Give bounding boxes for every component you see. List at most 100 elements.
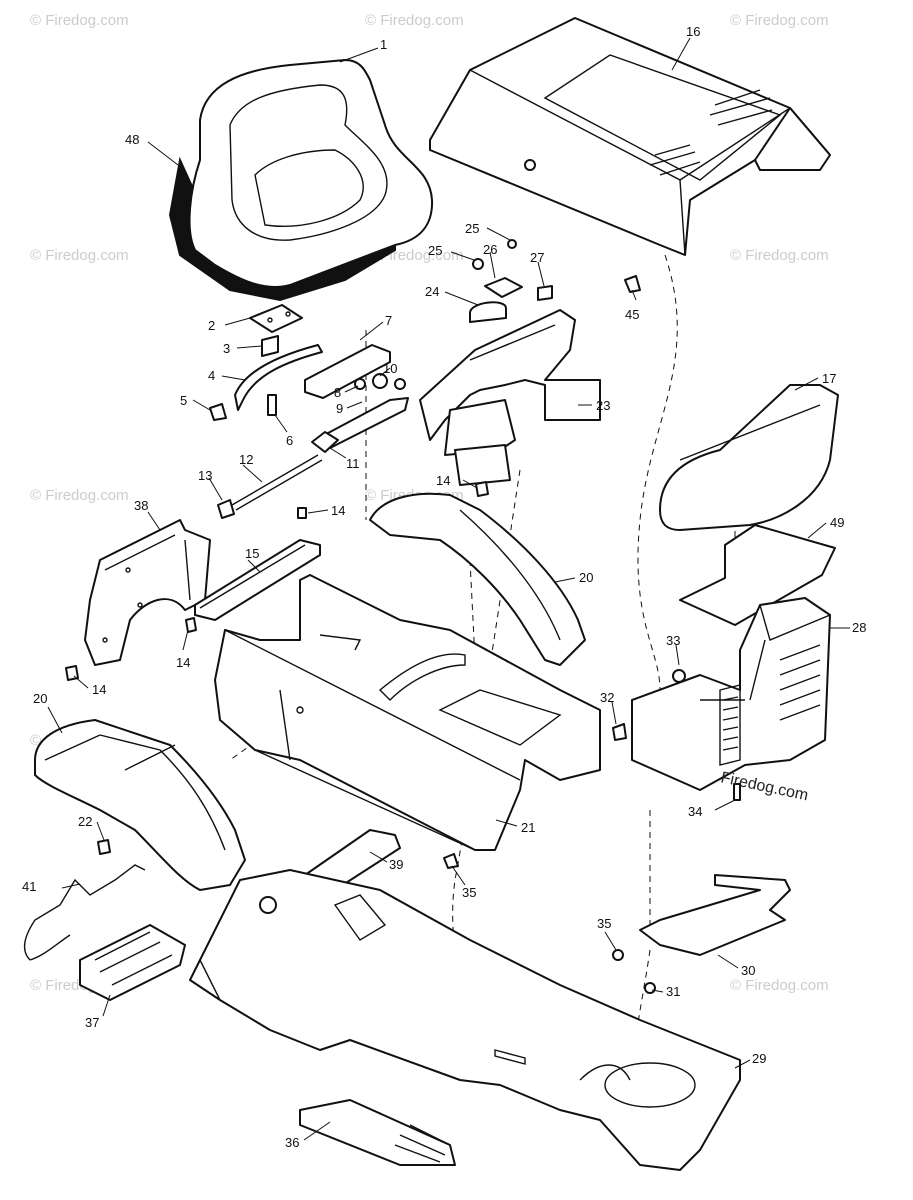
nut-8 <box>354 378 366 390</box>
callout-2: 2 <box>208 318 215 333</box>
callout-23: 23 <box>596 398 610 413</box>
callout-25a: 25 <box>465 221 479 236</box>
nut-10 <box>394 378 406 390</box>
callout-14b: 14 <box>176 655 190 670</box>
callout-36: 36 <box>285 1135 299 1150</box>
hood-hinge-pin <box>524 159 536 171</box>
fender-right-20 <box>369 492 586 666</box>
watermark-text: © Firedog.com <box>30 12 129 29</box>
engine-bracket-30 <box>639 874 791 956</box>
bracket-30 <box>612 874 791 994</box>
nut-33 <box>672 669 686 683</box>
seat-pivot-bolt <box>267 394 277 416</box>
callout-8: 8 <box>334 385 341 400</box>
rear-assembly <box>612 384 839 801</box>
callout-22: 22 <box>78 814 92 829</box>
callout-31: 31 <box>666 984 680 999</box>
hood-side-panel <box>754 107 831 171</box>
knob-13 <box>217 499 235 519</box>
callout-38: 38 <box>134 498 148 513</box>
dash-panel <box>419 309 601 441</box>
seat-mount-plate <box>304 344 391 399</box>
watermark-text: © Firedog.com <box>730 12 829 29</box>
callout-24: 24 <box>425 284 439 299</box>
callout-14d: 14 <box>436 473 450 488</box>
screw-25a <box>472 258 484 270</box>
callout-25b: 25 <box>428 243 442 258</box>
callout-29: 29 <box>752 1051 766 1066</box>
bolt-35b <box>612 949 624 961</box>
bolt-45 <box>624 275 641 293</box>
key-switch-24 <box>469 301 507 323</box>
side-rail-15 <box>194 539 321 621</box>
dash-panel-assembly <box>419 239 601 486</box>
watermark-text: © Firedog.com <box>365 12 464 29</box>
side-panel-38 <box>84 519 211 666</box>
callout-3: 3 <box>223 341 230 356</box>
hood-assembly <box>429 17 831 256</box>
vent-grille <box>719 684 741 766</box>
callout-30: 30 <box>741 963 755 978</box>
seat-spring-rod <box>234 344 323 411</box>
fender-left <box>34 719 246 891</box>
body-frame-21 <box>214 574 601 851</box>
insulation-49 <box>679 524 836 626</box>
callout-15: 15 <box>245 546 259 561</box>
floor-mat-36 <box>299 1099 456 1166</box>
bolt-35a <box>443 853 459 869</box>
rail-15 <box>194 539 321 621</box>
seat-spring <box>261 335 279 357</box>
chassis-29 <box>189 869 741 1171</box>
foot-pad-tray <box>79 924 186 1001</box>
callout-32: 32 <box>600 690 614 705</box>
seat-bracket <box>249 304 303 333</box>
callout-45: 45 <box>625 307 639 322</box>
chassis-frame <box>189 869 741 1171</box>
callout-34: 34 <box>688 804 702 819</box>
bolt-14b <box>185 617 197 633</box>
callout-6: 6 <box>286 433 293 448</box>
dash-bracket-lower <box>454 444 511 486</box>
seat-inner-recess <box>254 149 364 227</box>
foot-pad-37 <box>79 924 186 1001</box>
callout-20b: 20 <box>33 691 47 706</box>
callout-9: 9 <box>336 401 343 416</box>
plate-26 <box>484 277 523 298</box>
watermark-overlay-text: Firedog.com <box>719 769 810 804</box>
callout-33: 33 <box>666 633 680 648</box>
callout-4: 4 <box>208 368 215 383</box>
callout-13: 13 <box>198 468 212 483</box>
frame-opening <box>438 689 562 746</box>
callout-37: 37 <box>85 1015 99 1030</box>
bolt-14a <box>297 507 307 519</box>
callout-14c: 14 <box>92 682 106 697</box>
rear-cover-17 <box>659 384 839 531</box>
callout-1: 1 <box>380 37 387 52</box>
callout-17: 17 <box>822 371 836 386</box>
seat-recess <box>229 84 388 241</box>
callout-49: 49 <box>830 515 844 530</box>
dash-bracket <box>444 399 516 456</box>
left-panel-38 <box>84 519 211 666</box>
fender-right <box>369 492 586 666</box>
callout-35a: 35 <box>462 885 476 900</box>
seat-hardware <box>209 304 409 519</box>
callout-12: 12 <box>239 452 253 467</box>
callout-41: 41 <box>22 879 36 894</box>
seat-assembly <box>168 59 434 302</box>
washer-10 <box>372 373 388 389</box>
frame-panel <box>214 574 601 851</box>
seat-adjust-handle <box>311 431 339 453</box>
leader-lines <box>47 37 850 1141</box>
clip-32 <box>612 723 627 741</box>
fender-left-20 <box>34 719 246 891</box>
watermark-text: © Firedog.com <box>30 487 129 504</box>
screw-25b <box>507 239 517 249</box>
bolt-22 <box>97 839 111 855</box>
watermark-text: © Firedog.com <box>730 247 829 264</box>
callout-28: 28 <box>852 620 866 635</box>
callout-11: 11 <box>346 456 360 471</box>
chassis-cutout <box>333 894 387 941</box>
callout-7: 7 <box>385 313 392 328</box>
